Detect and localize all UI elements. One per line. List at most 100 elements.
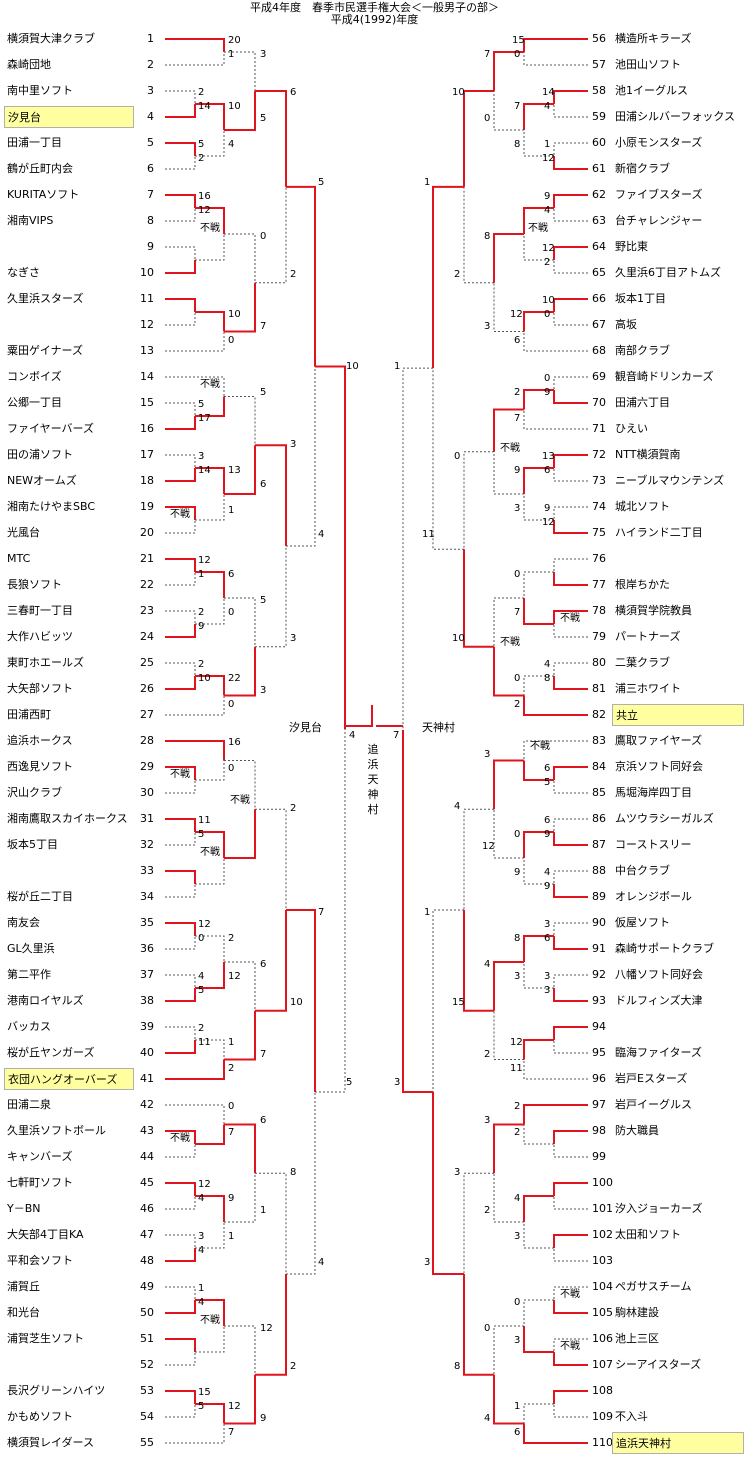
seed-number: 82 bbox=[592, 708, 606, 721]
match-score: 4 bbox=[198, 1245, 205, 1256]
team-name: 岩戸Eスターズ bbox=[615, 1072, 688, 1085]
team-name: 不入斗 bbox=[615, 1410, 648, 1423]
match-score: 2 bbox=[290, 803, 297, 814]
match-score: 5 bbox=[198, 139, 205, 150]
winner-line bbox=[255, 910, 287, 1012]
match-score: 9 bbox=[544, 881, 551, 892]
loser-line bbox=[553, 376, 588, 390]
team-name: 池田山ソフト bbox=[615, 58, 681, 71]
match-score: 3 bbox=[290, 633, 297, 644]
seed-number: 47 bbox=[140, 1228, 154, 1241]
seed-number: 6 bbox=[147, 162, 154, 175]
loser-line bbox=[523, 962, 554, 989]
team-name: GL久里浜 bbox=[7, 942, 55, 955]
team-name: 汐入ジョーカーズ bbox=[615, 1202, 703, 1215]
seed-number: 79 bbox=[592, 630, 606, 643]
team-name: 浦賀芝生ソフト bbox=[7, 1332, 84, 1345]
match-score: 6 bbox=[228, 569, 235, 580]
match-score: 10 bbox=[452, 633, 465, 644]
match-score: 1 bbox=[514, 1401, 521, 1412]
loser-line bbox=[165, 1234, 196, 1248]
match-score: 9 bbox=[544, 503, 551, 514]
match-score: 9 bbox=[198, 621, 205, 632]
team-name: オレンジボール bbox=[615, 890, 692, 903]
team-name: 根岸ちかた bbox=[615, 578, 670, 591]
winner-line bbox=[523, 38, 588, 52]
match-score: 7 bbox=[260, 321, 267, 332]
match-score: 6 bbox=[290, 87, 297, 98]
match-score: 4 bbox=[454, 801, 461, 812]
seed-number: 58 bbox=[592, 84, 606, 97]
team-name: NEWオームズ bbox=[7, 474, 77, 487]
team-name: 臨海ファイターズ bbox=[615, 1046, 703, 1059]
winner-line bbox=[195, 571, 225, 598]
team-name: 南中里ソフト bbox=[7, 84, 73, 97]
match-score: 11 bbox=[510, 1063, 523, 1074]
winner-line bbox=[165, 740, 225, 761]
match-score: 0 bbox=[484, 1323, 491, 1334]
winner-line bbox=[493, 233, 524, 283]
seed-number: 20 bbox=[140, 526, 154, 539]
seed-number: 51 bbox=[140, 1332, 154, 1345]
team-name: 池1イーグルス bbox=[615, 84, 688, 97]
match-score: 12 bbox=[510, 1037, 523, 1048]
seed-number: 89 bbox=[592, 890, 606, 903]
match-score: 不戦 bbox=[200, 379, 220, 390]
match-score: 3 bbox=[514, 1335, 521, 1346]
seed-number: 63 bbox=[592, 214, 606, 227]
winner-line bbox=[165, 1059, 225, 1080]
team-name: 太田和ソフト bbox=[615, 1228, 681, 1241]
seed-number: 43 bbox=[140, 1124, 154, 1137]
loser-line bbox=[165, 1404, 196, 1418]
winner-line bbox=[553, 156, 588, 170]
loser-line bbox=[224, 1325, 256, 1375]
winner-line bbox=[553, 610, 588, 624]
winner-line bbox=[255, 1274, 287, 1376]
seed-number: 90 bbox=[592, 916, 606, 929]
match-score: 14 bbox=[542, 87, 555, 98]
winner-line bbox=[553, 1390, 588, 1404]
loser-line bbox=[553, 922, 588, 936]
winner-line bbox=[553, 1182, 588, 1196]
seed-number: 21 bbox=[140, 552, 154, 565]
match-score: 5 bbox=[198, 399, 205, 410]
winner-line bbox=[195, 1195, 225, 1222]
match-score: 1 bbox=[260, 1205, 267, 1216]
match-score: 不戦 bbox=[530, 741, 550, 752]
match-score: 8 bbox=[454, 1361, 461, 1372]
seed-number: 67 bbox=[592, 318, 606, 331]
team-name: 浦賀丘 bbox=[7, 1280, 40, 1293]
seed-number: 49 bbox=[140, 1280, 154, 1293]
winner-line bbox=[165, 870, 196, 884]
loser-line bbox=[553, 506, 588, 520]
final-score-right: 7 bbox=[393, 730, 400, 741]
seed-number: 65 bbox=[592, 266, 606, 279]
winner-line bbox=[255, 90, 287, 187]
team-name: ドルフィンズ大津 bbox=[615, 994, 703, 1007]
loser-line bbox=[523, 571, 554, 598]
winner-line bbox=[553, 1026, 588, 1040]
loser-line bbox=[165, 156, 196, 170]
winner-line bbox=[165, 194, 196, 208]
seed-number: 44 bbox=[140, 1150, 154, 1163]
team-name: 田の浦ソフト bbox=[7, 448, 73, 461]
winner-line bbox=[553, 766, 588, 780]
loser-line bbox=[553, 870, 588, 884]
team-name: 久里浜6丁目アトムズ bbox=[615, 266, 721, 279]
team-name: 鷹取ファイヤーズ bbox=[615, 734, 703, 747]
match-score: 10 bbox=[228, 101, 241, 112]
loser-line bbox=[523, 52, 588, 66]
team-name: 仮屋ソフト bbox=[615, 916, 670, 929]
team-name: 長狼ソフト bbox=[7, 578, 62, 591]
seed-number: 38 bbox=[140, 994, 154, 1007]
match-score: 6 bbox=[260, 479, 267, 490]
winner-line bbox=[493, 759, 524, 810]
match-score: 7 bbox=[228, 1127, 235, 1138]
match-score: 4 bbox=[484, 1413, 491, 1424]
loser-line bbox=[523, 130, 554, 157]
team-name: なぎさ bbox=[7, 266, 40, 279]
match-score: 9 bbox=[544, 191, 551, 202]
match-score: 22 bbox=[228, 673, 241, 684]
seed-number: 19 bbox=[140, 500, 154, 513]
seed-number: 105 bbox=[592, 1306, 613, 1319]
